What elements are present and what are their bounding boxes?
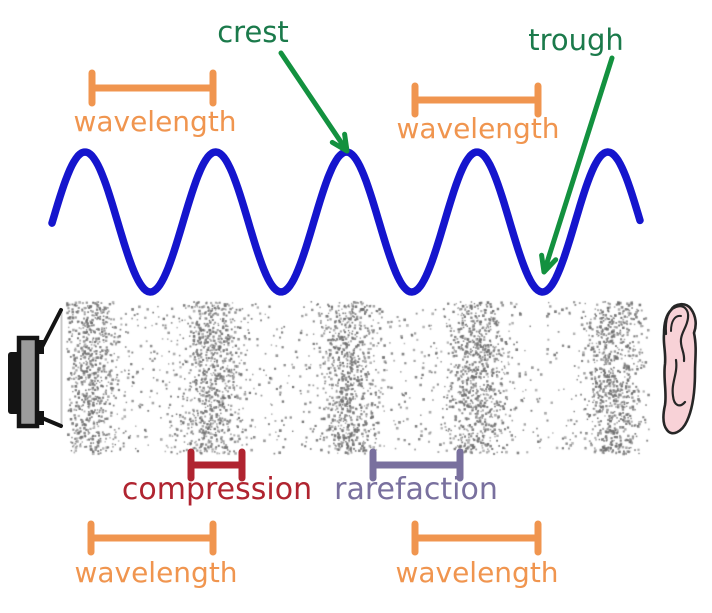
wavelength-bracket-bottom-right xyxy=(411,520,542,556)
compression-bracket xyxy=(187,448,246,482)
crest-arrow xyxy=(278,50,350,154)
wavelength-label-bottom-right: wavelength xyxy=(395,556,559,589)
transverse-wave-curve xyxy=(48,148,644,296)
wavelength-bracket-top-left xyxy=(88,69,217,107)
wavelength-label-top-right: wavelength xyxy=(396,112,560,145)
trough-arrow xyxy=(539,55,615,275)
wavelength-bracket-bottom-left xyxy=(87,520,217,556)
wavelength-label-bottom-left: wavelength xyxy=(74,556,238,589)
ear-icon xyxy=(662,302,697,435)
measurement-brackets xyxy=(87,69,542,556)
compression-label: compression xyxy=(121,472,313,507)
rarefaction-bracket xyxy=(369,448,464,482)
rarefaction-label: rarefaction xyxy=(334,472,498,507)
crest-label: crest xyxy=(217,15,289,49)
wavelength-label-top-left: wavelength xyxy=(73,105,237,138)
wavelength-bracket-top-right xyxy=(411,82,542,118)
speaker-icon xyxy=(8,308,63,429)
trough-label: trough xyxy=(528,23,624,57)
